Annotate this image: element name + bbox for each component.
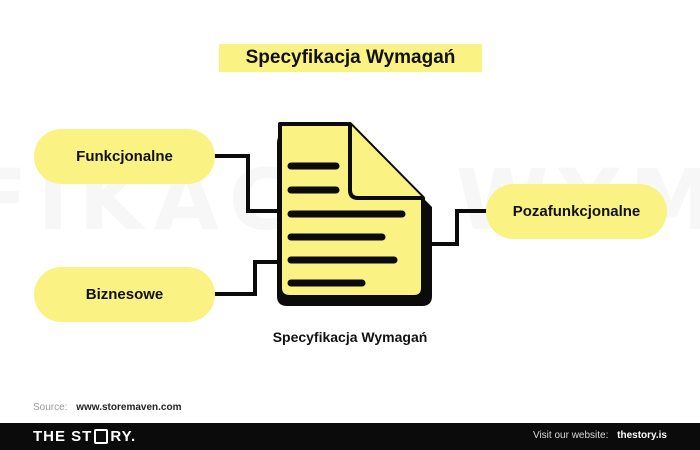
source-label: Source: <box>33 402 68 413</box>
node-business: Biznesowe <box>34 267 215 322</box>
document-caption: Specyfikacja Wymagań <box>272 329 428 345</box>
node-functional: Funkcjonalne <box>34 129 215 184</box>
connector-business <box>214 260 282 296</box>
connector-nonfunctional <box>428 209 488 246</box>
visit-website: Visit our website: thestory.is <box>533 430 667 441</box>
source-line: Source: www.storemaven.com <box>33 402 181 413</box>
brand-text-start: THE ST <box>33 428 93 445</box>
page-title: Specyfikacja Wymagań <box>219 44 482 72</box>
brand-logo[interactable]: THE ST RY. <box>33 428 136 445</box>
document-icon <box>277 122 432 306</box>
connector-functional <box>214 154 282 213</box>
website-link[interactable]: thestory.is <box>617 430 667 441</box>
footer-bar: THE ST RY. Visit our website: thestory.i… <box>0 423 700 450</box>
source-url[interactable]: www.storemaven.com <box>76 402 182 413</box>
node-nonfunctional: Pozafunkcjonalne <box>486 184 667 239</box>
visit-label: Visit our website: <box>532 430 609 441</box>
brand-text-end: RY. <box>110 428 137 445</box>
brand-o-icon <box>94 429 109 444</box>
